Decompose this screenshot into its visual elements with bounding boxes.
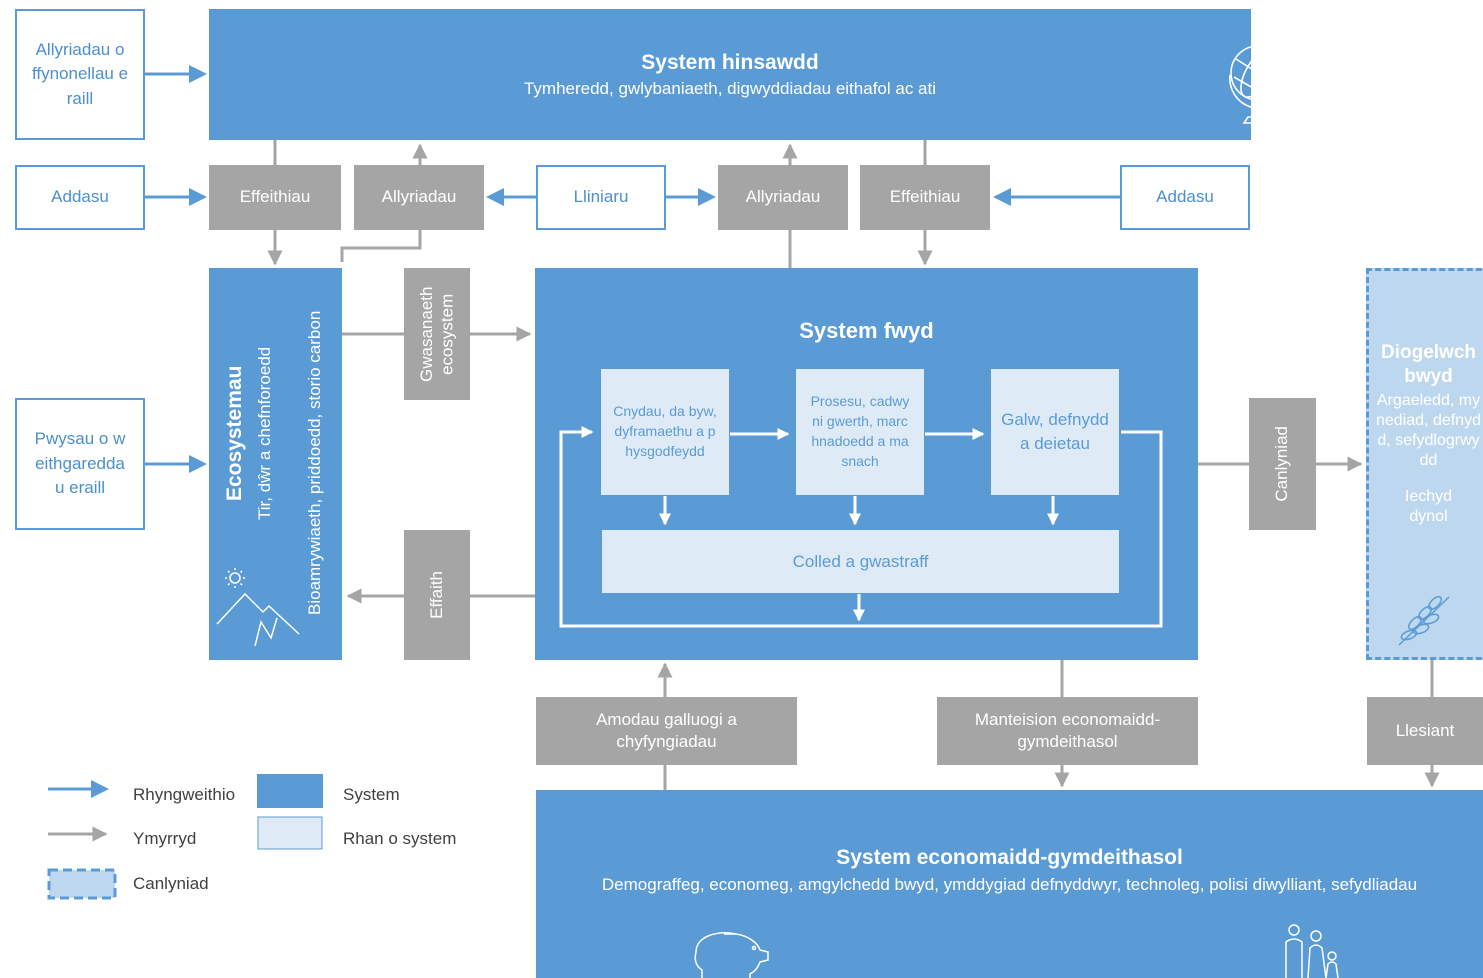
- production-box: Cnydau, da byw, dyframaethu a physgodfey…: [601, 369, 729, 495]
- adapt-right-label: Addasu: [1156, 187, 1214, 207]
- food-security-line2: Iechyd dynol: [1404, 487, 1453, 525]
- climate-system-box: System hinsawdd Tymheredd, gwlybaniaeth,…: [209, 9, 1287, 140]
- adapt-left-box: Addasu: [15, 165, 145, 230]
- legend-system-swatch: [257, 774, 323, 808]
- impacts-right-label: Effeithiau: [889, 187, 961, 207]
- emissions-right-label: Allyriadau: [745, 187, 821, 207]
- impacts-left-box: Effeithiau: [209, 165, 341, 230]
- impacts-right-box: Effeithiau: [860, 165, 990, 230]
- legend-interaction-label: Rhyngweithio: [133, 785, 236, 804]
- wellbeing-box: Llesiant: [1367, 697, 1483, 765]
- emissions-left-box: Allyriadau: [354, 165, 484, 230]
- legend-intervention-label: Ymyrryd: [133, 829, 197, 848]
- other-emissions-box: Allyriadau o ffynonellau eraill: [15, 9, 145, 140]
- sun-mountain-icon: [216, 568, 300, 647]
- legend-subsystem-label: Rhan o system: [343, 829, 457, 848]
- legend-outcome-label: Canlyniad: [133, 874, 209, 893]
- socio-benefits-box: Manteision economaidd-gymdeithasol: [937, 697, 1198, 765]
- socio-economic-system-box: System economaidd-gymdeithasol Demograff…: [536, 790, 1483, 978]
- enabling-conditions-box: Amodau galluogi a chyfyngiadau: [536, 697, 797, 765]
- climate-system-title: System hinsawdd: [641, 50, 819, 74]
- socio-benefits-label: Manteision economaidd-gymdeithasol: [974, 709, 1161, 751]
- food-security-line1: Argaeledd, mynediad, defnydd, sefydlogrw…: [1376, 391, 1481, 469]
- food-system-title: System fwyd: [799, 318, 934, 343]
- mitigation-box: Lliniaru: [536, 165, 666, 230]
- globe-icon: [1229, 45, 1287, 124]
- adapt-right-box: Addasu: [1120, 165, 1250, 230]
- socio-economic-subtitle: Demograffeg, economeg, amgylchedd bwyd, …: [601, 875, 1418, 894]
- emissions-left-label: Allyriadau: [381, 187, 457, 207]
- legend-outcome-swatch: [47, 868, 117, 900]
- processing-label: Prosesu, cadwyni gwerth, marchnadoedd a …: [810, 393, 910, 469]
- loss-waste-box: Colled a gwastraff: [602, 530, 1119, 593]
- other-emissions-label: Allyriadau o ffynonellau eraill: [31, 39, 129, 108]
- demand-label: Galw, defnydd a deietau: [1001, 409, 1109, 453]
- socio-economic-title: System economaidd-gymdeithasol: [836, 846, 1183, 869]
- enabling-conditions-label: Amodau galluogi a chyfyngiadau: [596, 709, 737, 751]
- climate-system-subtitle: Tymheredd, gwlybaniaeth, digwyddiadau ei…: [523, 78, 937, 98]
- piggy-bank-icon: [694, 932, 769, 978]
- emissions-right-box: Allyriadau: [718, 165, 848, 230]
- outcome-box: Canlyniad: [1249, 398, 1316, 530]
- adapt-left-label: Addasu: [51, 187, 109, 207]
- wheat-icon: [1398, 595, 1450, 646]
- food-security-title: Diogelwch bwyd: [1380, 342, 1476, 387]
- wellbeing-label: Llesiant: [1395, 720, 1455, 740]
- effect-box: Effaith: [404, 530, 470, 660]
- demand-box: Galw, defnydd a deietau: [991, 369, 1119, 495]
- mitigation-label: Lliniaru: [573, 187, 629, 207]
- legend-system-label: System: [343, 785, 400, 804]
- ecosystem-services-box: Gwasanaeth ecosystem: [404, 268, 470, 400]
- family-icon: [1285, 924, 1339, 978]
- processing-box: Prosesu, cadwyni gwerth, marchnadoedd a …: [796, 369, 924, 495]
- pressures-box: Pwysau o weithgareddau eraill: [15, 398, 145, 530]
- production-label: Cnydau, da byw, dyframaethu a physgodfey…: [613, 403, 717, 459]
- loss-waste-label: Colled a gwastraff: [792, 551, 929, 571]
- pressures-label: Pwysau o weithgareddau eraill: [34, 429, 126, 498]
- ecosystems-box: Ecosystemau Tir, dŵr a chefnforoedd Bioa…: [209, 268, 342, 660]
- food-security-box: Diogelwch bwyd Argaeledd, mynediad, defn…: [1366, 268, 1483, 660]
- legend-subsystem-swatch: [257, 816, 323, 850]
- impacts-left-label: Effeithiau: [239, 187, 311, 207]
